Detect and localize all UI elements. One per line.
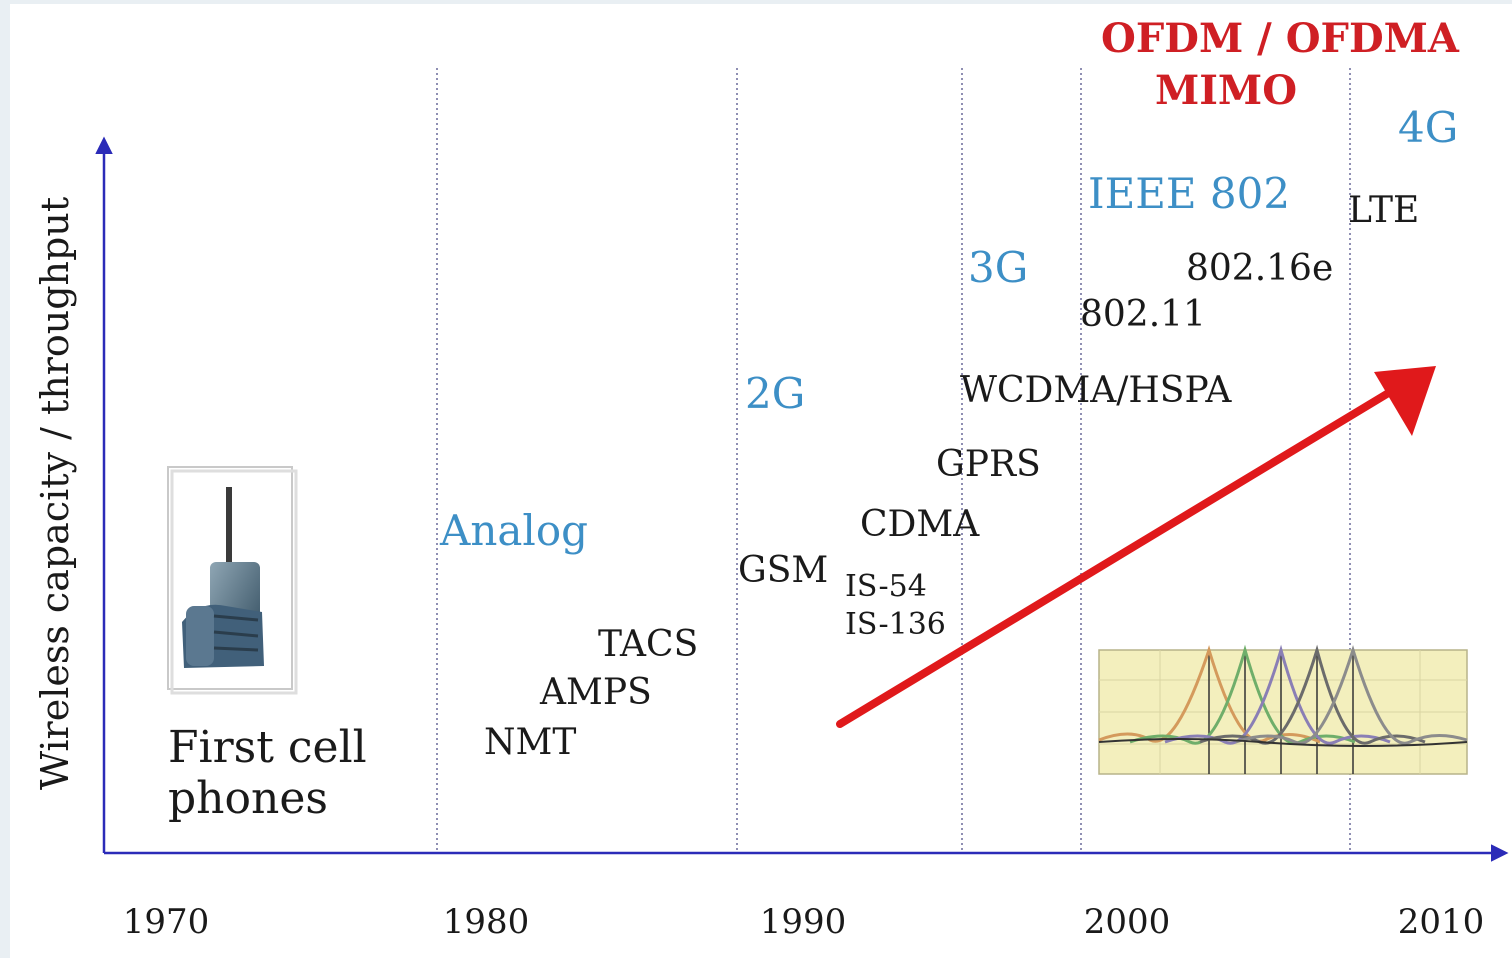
tech-label-wcdma: WCDMA/HSPA	[960, 370, 1232, 411]
tech-label-gprs: GPRS	[936, 444, 1041, 485]
generation-label-3g: 3G	[968, 243, 1028, 292]
first-phones-label-line1: First cell	[168, 722, 367, 773]
generation-label-2g: 2G	[745, 369, 805, 418]
tech-label-tacs: TACS	[598, 624, 698, 665]
headline-ofdm: OFDM / OFDMA	[1101, 15, 1460, 62]
tech-label-nmt: NMT	[484, 722, 576, 763]
tech-label-80211: 802.11	[1080, 294, 1206, 335]
year-label-2000: 2000	[1084, 902, 1171, 942]
cell-phone-icon	[167, 466, 298, 695]
generation-label-analog: Analog	[439, 506, 588, 555]
tech-label-lte: LTE	[1348, 190, 1419, 231]
era-dividers	[436, 68, 1351, 850]
year-label-1990: 1990	[760, 902, 847, 942]
year-label-2010: 2010	[1398, 902, 1485, 942]
tech-label-cdma: CDMA	[860, 504, 980, 545]
year-label-1980: 1980	[443, 902, 530, 942]
tech-label-is136: IS-136	[845, 607, 946, 642]
generation-label-4g: 4G	[1398, 103, 1458, 152]
first-phones-label-line2: phones	[168, 773, 328, 824]
tech-label-is54: IS-54	[845, 569, 927, 604]
ofdm-subcarriers-icon	[1098, 644, 1468, 775]
y-axis-label: Wireless capacity / throughput	[33, 197, 77, 790]
capacity-trend-arrow	[836, 366, 1436, 728]
tech-label-amps: AMPS	[539, 672, 652, 713]
generation-label-ieee: IEEE 802	[1088, 169, 1290, 218]
tech-label-80216e: 802.16e	[1186, 248, 1333, 289]
headline-mimo: MIMO	[1155, 67, 1297, 114]
year-label-1970: 1970	[123, 902, 210, 942]
tech-label-gsm: GSM	[738, 550, 828, 591]
